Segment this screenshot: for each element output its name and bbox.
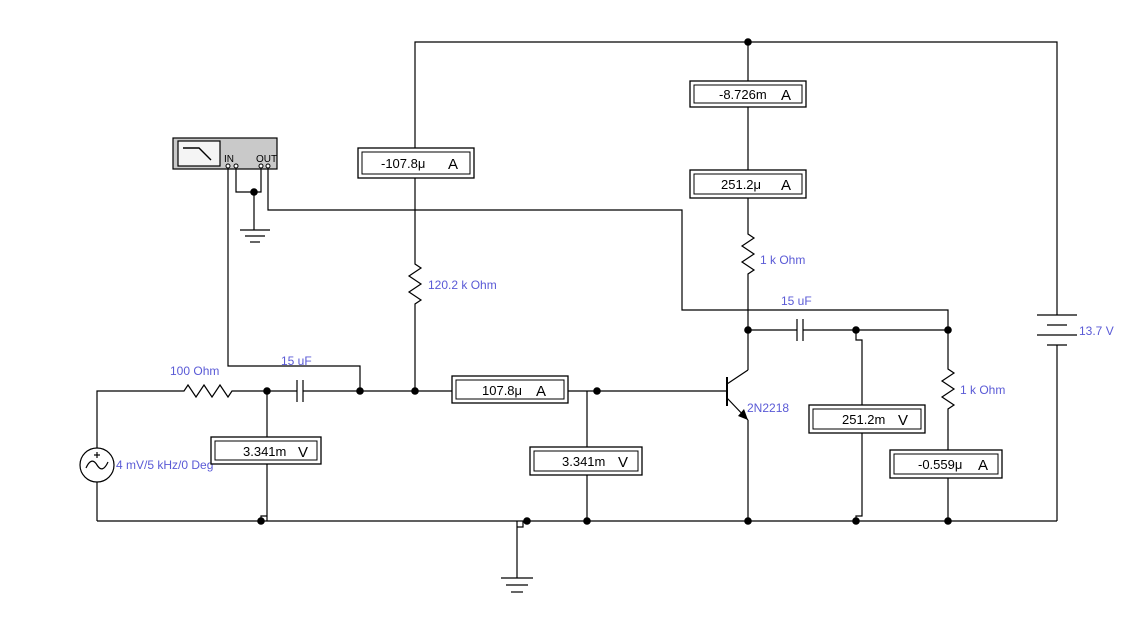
meter-base-current[interactable]: 107.8μ A xyxy=(451,375,569,404)
input-capacitor-label: 15 uF xyxy=(281,354,312,368)
ac-voltage-source-icon xyxy=(79,447,115,483)
source-resistor[interactable] xyxy=(178,383,236,399)
meter-value: 251.2μ xyxy=(721,177,761,192)
source-label: 4 mV/5 kHz/0 Deg xyxy=(116,458,213,472)
input-capacitor[interactable] xyxy=(296,380,304,402)
wire-bode-out xyxy=(267,167,949,330)
meter-value: 3.341m xyxy=(243,444,286,459)
ac-voltage-source[interactable] xyxy=(79,447,115,483)
meter-bias-current[interactable]: -107.8μ A xyxy=(357,147,475,179)
bode-plotter[interactable]: IN OUT xyxy=(172,137,278,170)
junction xyxy=(263,387,271,395)
junction xyxy=(523,517,531,525)
output-capacitor[interactable] xyxy=(796,319,804,341)
meter-base-voltage[interactable]: 3.341m V xyxy=(529,446,643,476)
junction xyxy=(411,387,419,395)
meter-load-current[interactable]: -0.559μ A xyxy=(889,449,1003,479)
meter-supply-current[interactable]: -8.726m A xyxy=(689,80,807,108)
bode-out-gnd-terminal[interactable] xyxy=(258,163,264,169)
load-resistor[interactable] xyxy=(940,363,956,417)
meter-output-voltage[interactable]: 251.2m V xyxy=(808,404,926,434)
wires xyxy=(96,41,1058,578)
wire-jog-gnd xyxy=(517,521,524,528)
bias-resistor-label: 120.2 k Ohm xyxy=(428,278,497,292)
junction xyxy=(356,387,364,395)
collector-resistor-label: 1 k Ohm xyxy=(760,253,805,267)
wire-bode-in xyxy=(227,167,361,391)
junction xyxy=(744,326,752,334)
battery-label: 13.7 V xyxy=(1079,324,1114,338)
load-resistor-label: 1 k Ohm xyxy=(960,383,1005,397)
junction xyxy=(583,517,591,525)
meter-collector-current[interactable]: 251.2μ A xyxy=(689,169,807,199)
meter-unit: V xyxy=(298,444,308,461)
wire-vout-bottom xyxy=(855,433,863,521)
meter-unit: A xyxy=(781,87,791,104)
bode-out-label: OUT xyxy=(256,154,277,165)
meter-unit: A xyxy=(536,383,546,400)
junction xyxy=(744,517,752,525)
source-resistor-label: 100 Ohm xyxy=(170,364,219,378)
resistor-icon xyxy=(740,228,756,284)
junction xyxy=(593,387,601,395)
bode-plot-icon xyxy=(183,147,212,161)
resistor-icon xyxy=(178,383,236,399)
bode-out-terminal[interactable] xyxy=(265,163,271,169)
wire-source-top xyxy=(96,390,178,448)
junction xyxy=(257,517,265,525)
dc-battery[interactable] xyxy=(1037,314,1077,346)
meter-value: 3.341m xyxy=(562,454,605,469)
bode-plotter-screen xyxy=(177,140,221,167)
meter-unit: A xyxy=(448,156,458,173)
wire-vout-top xyxy=(855,330,863,405)
meter-value: 251.2m xyxy=(842,412,885,427)
bias-resistor[interactable] xyxy=(407,258,423,308)
transistor-label: 2N2218 xyxy=(747,401,789,415)
npn-transistor[interactable] xyxy=(696,369,749,421)
meter-value: -8.726m xyxy=(719,87,767,102)
junction xyxy=(852,517,860,525)
junction xyxy=(944,326,952,334)
junction xyxy=(744,38,752,46)
meter-unit: A xyxy=(781,177,791,194)
meter-value: -107.8μ xyxy=(381,156,425,171)
bode-in-gnd-terminal[interactable] xyxy=(233,163,239,169)
bode-in-terminal[interactable] xyxy=(225,163,231,169)
output-capacitor-label: 15 uF xyxy=(781,294,812,308)
wire-top-rail xyxy=(414,41,1058,315)
bode-in-label: IN xyxy=(224,154,234,165)
meter-value: 107.8μ xyxy=(482,383,522,398)
meter-value: -0.559μ xyxy=(918,457,962,472)
meter-unit: V xyxy=(618,454,628,471)
junction xyxy=(852,326,860,334)
junction xyxy=(944,517,952,525)
ground-icon xyxy=(501,577,533,593)
resistor-icon xyxy=(940,363,956,417)
wire-bode-gnd-link xyxy=(235,167,262,193)
junction-dots xyxy=(250,38,952,525)
ground-icon xyxy=(240,229,270,243)
collector-resistor[interactable] xyxy=(740,228,756,284)
meter-unit: A xyxy=(978,457,988,474)
meter-unit: V xyxy=(898,412,908,429)
junction xyxy=(250,188,258,196)
meter-input-voltage[interactable]: 3.341m V xyxy=(210,436,322,465)
resistor-icon xyxy=(407,258,423,308)
